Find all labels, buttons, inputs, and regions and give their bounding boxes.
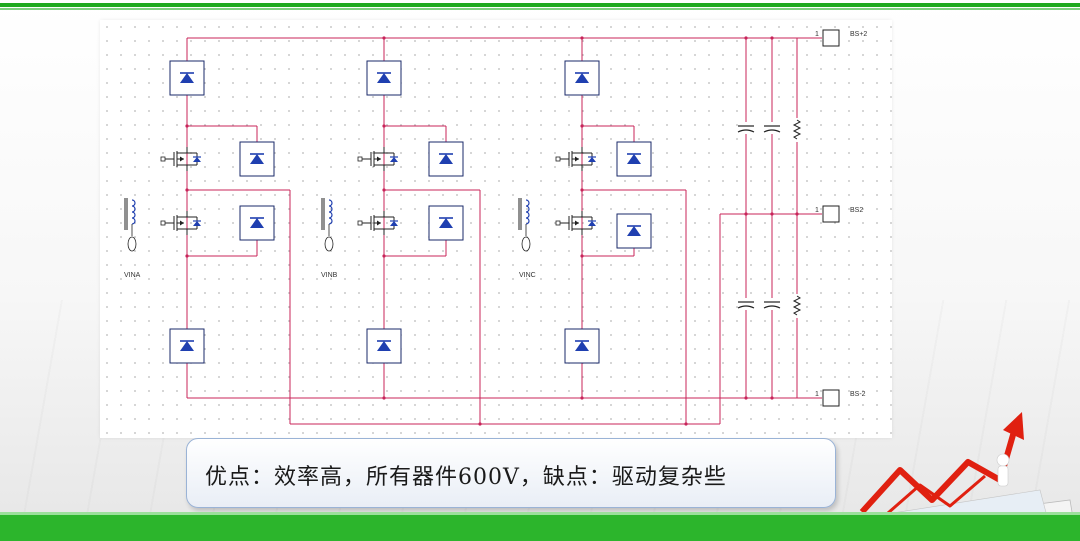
- diode-a-clamp-lower: [239, 205, 275, 241]
- diode-c-bottom: [564, 328, 600, 364]
- dc-link: [737, 118, 802, 318]
- diode-b-clamp-lower: [428, 205, 464, 241]
- diode-c-clamp-lower: [616, 213, 652, 249]
- label-vinb: VINB: [321, 272, 338, 279]
- diode-c-top: [564, 60, 600, 96]
- phase-a: VINA: [124, 60, 275, 364]
- diode-b-bottom: [366, 328, 402, 364]
- transformer-a: [124, 197, 137, 252]
- diode-c-clamp-upper: [616, 141, 652, 177]
- phase-b: VINB: [321, 60, 464, 364]
- transformer-b: [321, 197, 334, 252]
- terminal-mid: [822, 205, 840, 223]
- terminal-bottom: [822, 389, 840, 407]
- diode-b-clamp-upper: [428, 141, 464, 177]
- junction-dots: [185, 36, 799, 426]
- transformer-c: [518, 197, 531, 252]
- phase-c: VINC: [518, 60, 652, 364]
- pin-label-top: 1: [815, 31, 819, 38]
- mosfet-a-upper: [160, 146, 202, 172]
- diode-a-clamp-upper: [239, 141, 275, 177]
- bottom-green-band: [0, 512, 1080, 541]
- label-vina: VINA: [124, 272, 141, 279]
- label-bs-plus-2: BS+2: [850, 31, 867, 38]
- terminal-top: [822, 29, 840, 47]
- pin-label-bottom: 1: [815, 391, 819, 398]
- diode-b-top: [366, 60, 402, 96]
- diode-a-bottom: [169, 328, 205, 364]
- mosfet-a-lower: [160, 210, 202, 236]
- top-green-band: [0, 0, 1080, 12]
- schematic-panel: [100, 20, 892, 438]
- mosfet-c-lower: [555, 210, 597, 236]
- mosfet-b-lower: [357, 210, 399, 236]
- label-vinc: VINC: [519, 272, 536, 279]
- mosfet-c-upper: [555, 146, 597, 172]
- summary-note-box: 优点：效率高，所有器件600V，缺点：驱动复杂些: [186, 438, 836, 508]
- diode-a-top: [169, 60, 205, 96]
- output-terminals: 1 1 1 BS+2 BS2 BS-2: [815, 29, 867, 407]
- label-bs2: BS2: [850, 207, 863, 214]
- wires: [186, 37, 822, 425]
- label-bs-minus-2: BS-2: [850, 391, 866, 398]
- summary-note-text: 优点：效率高，所有器件600V，缺点：驱动复杂些: [205, 465, 727, 490]
- mosfet-b-upper: [357, 146, 399, 172]
- pin-label-mid: 1: [815, 207, 819, 214]
